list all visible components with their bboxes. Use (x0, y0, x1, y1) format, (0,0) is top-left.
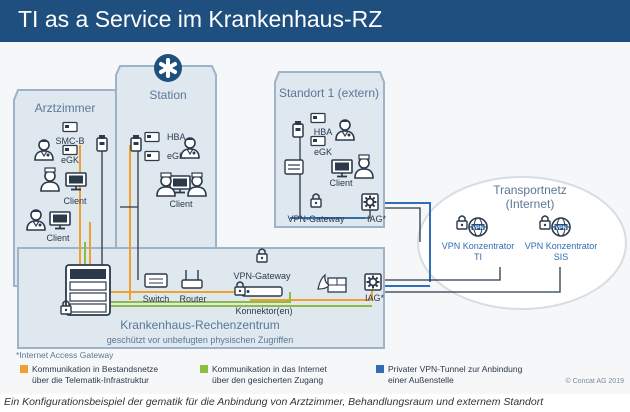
egk-label-standort: eGK (314, 147, 332, 157)
card-reader-icon (292, 120, 304, 138)
smcb-card-icon (62, 121, 78, 133)
uplink-lines (385, 207, 561, 293)
vpn-badge-ti: VPN (472, 226, 483, 232)
legend-swatch (20, 365, 28, 373)
legend-label-2b: über den gesicherten Zugang (212, 375, 323, 385)
vpn-badge-sis: VPN (555, 226, 566, 232)
sis-label-1: VPN Konzentrator (525, 241, 598, 251)
card-reader-icon (130, 134, 142, 152)
rz-title: Krankenhaus-Rechenzentrum (120, 318, 279, 332)
legend-label-2a: Kommunikation in das Internet (212, 364, 327, 374)
client-label-arzt-2: Client (46, 233, 70, 243)
konnektor-label: Konnektor(en) (235, 306, 292, 316)
legend-item: Privater VPN-Tunnel zur Anbindung einer … (376, 364, 523, 385)
sis-label-2: SIS (554, 252, 569, 262)
client-label-station: Client (169, 199, 193, 209)
title-banner: TI as a Service im Krankenhaus-RZ (0, 0, 630, 42)
figure-caption: Ein Konfigurationsbeispiel der gematik f… (4, 396, 544, 408)
egk-card-icon (310, 135, 326, 147)
rz-subtitle: geschützt vor unbefugten physischen Zugr… (107, 335, 293, 345)
transport-title-1: Transportnetz (493, 183, 567, 197)
iag-icon (364, 273, 382, 291)
legend-label-1a: Kommunikation in Bestandsnetze (32, 364, 158, 374)
network-diagram: Arztzimmer SMC-B eGK Client Client Stati… (0, 42, 630, 394)
client-label-arzt-1: Client (63, 196, 87, 206)
hba-label-station: HBA (167, 132, 186, 142)
room-label-station: Station (149, 88, 186, 102)
legend-label-1b: über die Telematik-Infrastruktur (32, 375, 149, 385)
card-reader-icon (96, 134, 108, 152)
iag-icon (361, 193, 379, 211)
server-icon (284, 159, 304, 175)
legend-swatch (200, 365, 208, 373)
legend-item: Kommunikation in Bestandsnetze über die … (20, 364, 158, 385)
iag-label-standort: IAG* (367, 214, 387, 224)
egk-card-icon (144, 150, 160, 162)
footnote: *Internet Access Gateway (16, 350, 114, 360)
egk-label-arzt: eGK (61, 155, 79, 165)
server-rack-icon (65, 264, 111, 316)
switch-label: Switch (143, 294, 170, 304)
client-label-standort: Client (329, 178, 353, 188)
vpn-tunnel-lines (290, 202, 431, 287)
iag-label-rz: IAG* (365, 293, 385, 303)
vpn-gateway-label-standort: VPN-Gateway (287, 214, 345, 224)
ti-label-2: TI (474, 252, 482, 262)
transport-title-2: (Internet) (506, 197, 555, 211)
room-standort (274, 71, 385, 228)
switch-icon (144, 273, 168, 288)
ti-label-1: VPN Konzentrator (442, 241, 515, 251)
room-label-standort: Standort 1 (extern) (279, 86, 379, 100)
hba-card-icon (144, 131, 160, 143)
hba-card-icon (310, 112, 326, 124)
firewall-icon (317, 273, 347, 293)
egk-card-icon (62, 144, 78, 156)
smcb-label: SMC-B (56, 136, 85, 146)
legend-item: Kommunikation in das Internet über den g… (200, 364, 327, 385)
page-title: TI as a Service im Krankenhaus-RZ (18, 6, 383, 32)
star-of-life-icon (154, 54, 182, 82)
legend-label-3a: Privater VPN-Tunnel zur Anbindung (388, 364, 523, 374)
copyright: © Concat AG 2019 (566, 377, 625, 385)
vpn-gateway-label-rz: VPN-Gateway (233, 271, 291, 281)
legend-swatch (376, 365, 384, 373)
konnektor-icon (241, 286, 283, 297)
router-label: Router (179, 294, 206, 304)
router-icon (181, 270, 203, 289)
egk-label-station: eGK (167, 151, 185, 161)
room-label-arztzimmer: Arztzimmer (35, 101, 96, 115)
legend-label-3b: einer Außenstelle (388, 375, 454, 385)
transportnetz-cloud (417, 176, 627, 310)
hba-label-standort: HBA (314, 127, 333, 137)
